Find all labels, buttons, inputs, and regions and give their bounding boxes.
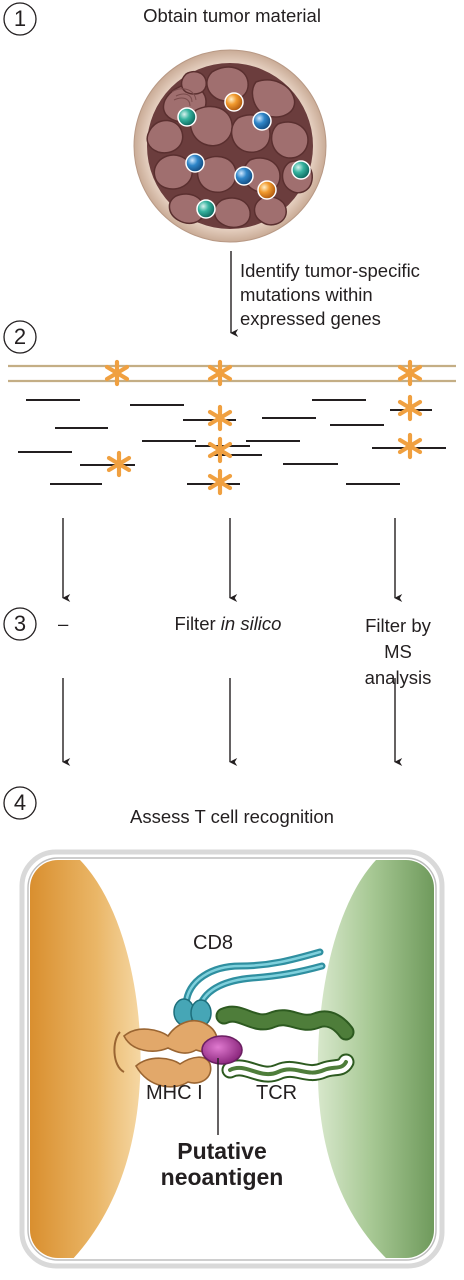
tumor-dish (133, 49, 327, 243)
orange-bead (257, 180, 277, 200)
genome-track (8, 364, 456, 383)
blue-bead (234, 166, 254, 186)
filter-prefix: Filter (174, 613, 221, 634)
t-cell-receptor (215, 1005, 355, 1083)
teal-bead (196, 199, 216, 219)
step-number-4: 4 (13, 790, 27, 815)
filter-italic: in silico (220, 613, 282, 634)
step-number-3: 3 (13, 611, 27, 636)
step-marker-2 (3, 320, 37, 354)
mutation-markers (104, 359, 423, 496)
blue-bead (185, 153, 205, 173)
read-segments (18, 399, 446, 485)
mutation-marker (397, 359, 423, 387)
tumor-cells (146, 66, 313, 229)
tcr-label: TCR (256, 1082, 298, 1104)
teal-bead (291, 160, 311, 180)
t-cell-membrane (317, 860, 434, 1258)
mutation-marker (397, 394, 423, 422)
mutation-marker (207, 436, 233, 464)
step4-title: Assess T cell recognition (130, 806, 334, 827)
step1-title: Obtain tumor material (143, 5, 321, 26)
step-marker-3 (3, 607, 37, 641)
mutation-marker (207, 359, 233, 387)
step-number-2: 2 (13, 324, 27, 349)
cd8-coreceptor (173, 948, 326, 1027)
mutation-marker (207, 404, 233, 432)
tumor-cell-membrane (30, 860, 141, 1258)
neoantigen-peptide (201, 1035, 243, 1065)
blue-bead (252, 111, 272, 131)
mutation-marker (106, 450, 132, 478)
filter-in-silico-label: Filter in silico (175, 613, 282, 635)
orange-bead (224, 92, 244, 112)
step-marker-1 (3, 2, 37, 36)
filter-ms-label: Filter by MS analysis (364, 615, 432, 688)
mhc-label: MHC I (146, 1082, 203, 1104)
mhc-class-i (113, 1020, 218, 1088)
teal-bead (177, 107, 197, 127)
neoantigen-label: Putative neoantigen (160, 1138, 284, 1191)
cd8-label: CD8 (193, 932, 234, 954)
mutation-marker (397, 432, 423, 460)
step3-left-label: – (58, 613, 69, 634)
mutation-marker (104, 359, 130, 387)
step-marker-4 (3, 786, 37, 820)
identify-mutations-label: Identify tumor-specific mutations within… (240, 260, 420, 329)
step-number-1: 1 (13, 6, 27, 31)
mutation-marker (207, 468, 233, 496)
